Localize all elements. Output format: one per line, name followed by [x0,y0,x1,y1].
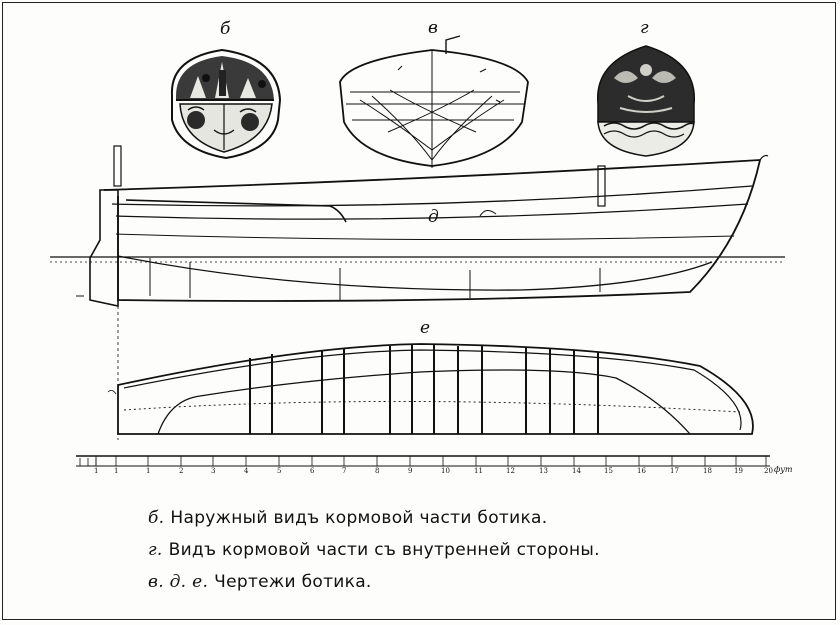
caption-label: г. [148,540,163,560]
scale-number: 14 [572,467,581,475]
scale-number: 2 [179,467,183,475]
scale-number: 7 [342,467,346,475]
scale-number: 4 [244,467,249,475]
caption-line: в. д. е.Чертежи ботика. [148,566,748,598]
scale-number: 3 [211,467,215,475]
scale-number: 8 [375,467,379,475]
caption-block: б.Наружный видъ кормовой части ботика. г… [148,502,748,598]
caption-line: б.Наружный видъ кормовой части ботика. [148,502,748,534]
half-breadth-plan [107,306,754,440]
stern-outer-view [170,48,282,160]
caption-text: Видъ кормовой части съ внутренней сторон… [168,540,600,560]
scale-number: 9 [408,467,412,475]
stern-inner-view [597,45,695,157]
scale-number: 6 [310,467,315,475]
figure-label-d: д [428,207,439,227]
scale-number: 10 [441,467,450,475]
caption-text: Наружный видъ кормовой части ботика. [170,508,548,528]
scale-number: 15 [604,467,613,475]
scale-number: 1 [114,467,118,475]
scale-number: 11 [474,467,483,475]
figure-label-v: в [428,18,438,38]
body-plan [339,35,529,168]
scale-number: 18 [703,467,712,475]
scale-unit-label: фут [774,465,793,474]
scale-number: 20 [764,467,773,475]
sheer-plan [50,145,785,307]
figure-label-e: е [420,318,430,338]
scale-number: 13 [539,467,548,475]
figure-label-b: б [220,19,231,39]
scale-number: 17 [670,467,679,475]
scale-number: 16 [637,467,646,475]
scale-number: 1 [94,467,98,475]
scale-number: 12 [506,467,515,475]
scale-number: 1 [146,467,150,475]
scale-number: 5 [277,467,281,475]
caption-label: б. [148,508,165,528]
scale-number: 19 [734,467,743,475]
caption-label: в. д. е. [148,572,209,592]
caption-text: Чертежи ботика. [214,572,372,592]
caption-line: г.Видъ кормовой части съ внутренней стор… [148,534,748,566]
figure-label-g: г [640,18,649,38]
